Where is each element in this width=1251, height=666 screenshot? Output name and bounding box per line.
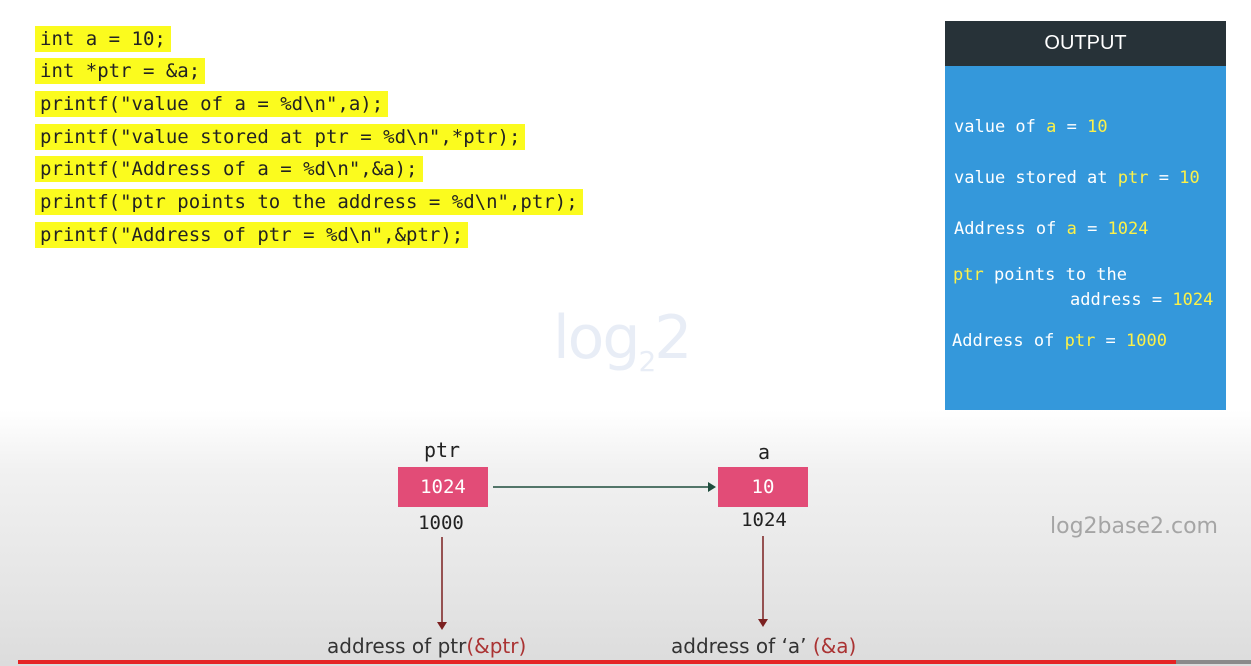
- code-line-7: printf("Address of ptr = %d\n",&ptr);: [35, 222, 469, 248]
- output-value: 1000: [1126, 331, 1167, 351]
- output-value: 1024: [1172, 290, 1214, 310]
- a-address-caption: address of ‘a’ (&a): [671, 634, 856, 658]
- output-text: points to the: [983, 265, 1128, 285]
- watermark-sub: 2: [638, 345, 656, 378]
- output-panel: OUTPUT value of a = 10 value stored at p…: [945, 21, 1226, 410]
- a-address-label: 1024: [741, 509, 787, 531]
- output-text: Address of: [954, 219, 1067, 239]
- output-var: ptr: [1117, 168, 1149, 188]
- caption-highlight: (&ptr): [466, 634, 527, 658]
- caption-text: address of ‘a’: [671, 634, 813, 658]
- output-value: 1024: [1107, 219, 1149, 239]
- output-text: Address of: [952, 331, 1065, 351]
- output-value: 10: [1087, 117, 1108, 137]
- code-line-1: int a = 10;: [35, 26, 171, 52]
- code-line-5: printf("Address of a = %d\n",&a);: [35, 156, 423, 182]
- output-text: address: [1070, 290, 1142, 310]
- output-var: a: [1046, 117, 1057, 137]
- code-line-3: printf("value of a = %d\n",a);: [35, 91, 389, 117]
- caption-highlight: (&a): [812, 634, 857, 658]
- output-line-5: Address of ptr = 1000: [952, 331, 1167, 351]
- ptr-name-label: ptr: [423, 438, 461, 462]
- output-line-4a: ptr points to the: [953, 265, 1127, 285]
- ptr-address-caption: address of ptr(&ptr): [327, 634, 526, 658]
- video-progress-remaining[interactable]: [1176, 660, 1251, 664]
- watermark-text: 2: [654, 303, 692, 373]
- output-text: =: [1076, 219, 1108, 239]
- caption-text: address of ptr: [327, 634, 467, 658]
- a-box: 10: [718, 467, 808, 507]
- output-line-2: value stored at ptr = 10: [954, 168, 1200, 188]
- output-line-4b: address = 1024: [1070, 290, 1213, 310]
- ptr-address-label: 1000: [418, 512, 464, 534]
- output-var: ptr: [953, 265, 984, 285]
- ptr-down-arrow: [437, 537, 447, 630]
- a-name-label: a: [757, 440, 771, 464]
- output-line-3: Address of a = 1024: [954, 219, 1149, 239]
- code-line-4: printf("value stored at ptr = %d\n",*ptr…: [35, 124, 526, 150]
- output-text: =: [1056, 117, 1088, 137]
- output-text: =: [1148, 168, 1180, 188]
- watermark-text: log: [553, 303, 640, 373]
- watermark-logo: log22: [553, 303, 692, 378]
- output-text: =: [1095, 331, 1127, 351]
- code-line-6: printf("ptr points to the address = %d\n…: [35, 189, 583, 215]
- output-line-1: value of a = 10: [954, 117, 1108, 137]
- ptr-box: 1024: [398, 467, 488, 507]
- pointer-arrow: [493, 482, 716, 492]
- site-watermark: log2base2.com: [1050, 514, 1218, 539]
- output-var: a: [1066, 219, 1077, 239]
- video-progress-bar[interactable]: [18, 660, 1176, 664]
- code-line-2: int *ptr = &a;: [35, 58, 206, 84]
- output-value: 10: [1179, 168, 1200, 188]
- output-text: =: [1141, 290, 1173, 310]
- output-title: OUTPUT: [945, 21, 1226, 66]
- a-down-arrow: [758, 536, 768, 627]
- output-text: value of: [954, 117, 1047, 137]
- output-var: ptr: [1064, 331, 1096, 351]
- output-text: value stored at: [954, 168, 1118, 188]
